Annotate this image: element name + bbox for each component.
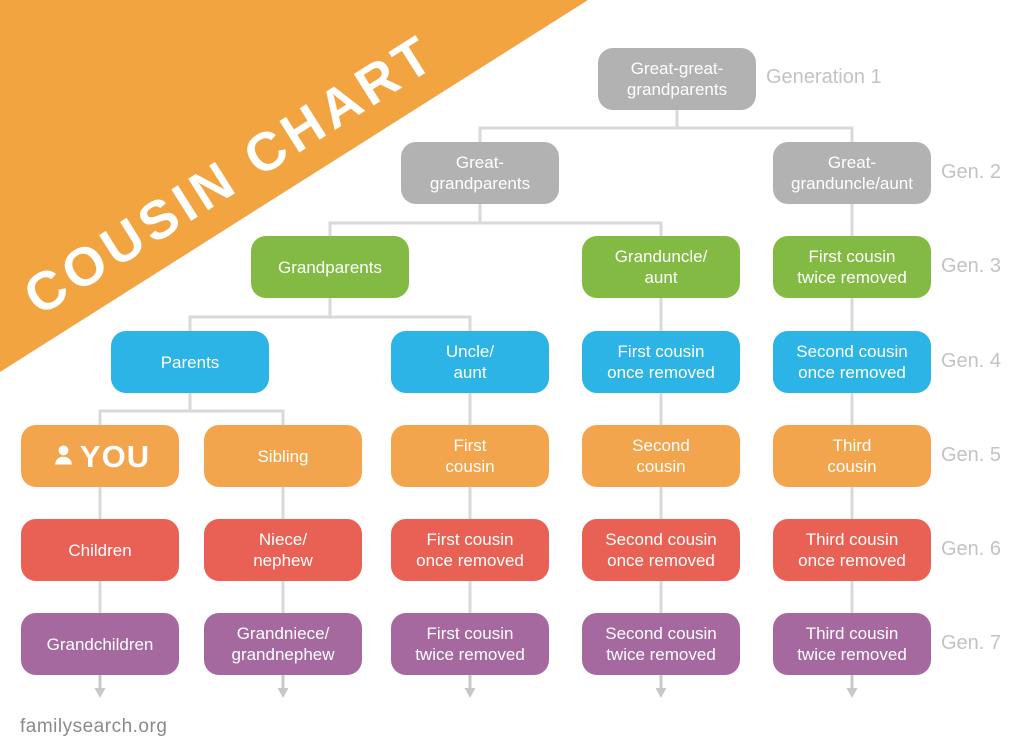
node-label: Grandniece/ grandnephew xyxy=(231,624,335,664)
node-children: Children xyxy=(21,519,179,581)
node-great-granduncle-aunt: Great- granduncle/aunt xyxy=(773,142,931,204)
node-label: First cousin once removed xyxy=(607,342,715,382)
node-label: Grandchildren xyxy=(46,634,154,654)
node-label: Second cousin twice removed xyxy=(605,624,717,664)
generation-label-3: Gen. 3 xyxy=(941,255,1002,277)
node-grandchildren: Grandchildren xyxy=(21,613,179,675)
down-arrow xyxy=(277,675,289,698)
node-you: YOU xyxy=(21,425,179,487)
node-first-cousin-once-removed-gen4: First cousin once removed xyxy=(582,331,740,393)
node-label: Great- grandparents xyxy=(429,153,531,193)
node-first-cousin-twice-removed-gen7: First cousin twice removed xyxy=(391,613,549,675)
down-arrow xyxy=(655,675,667,698)
node-label: Second cousin xyxy=(632,436,690,476)
node-label: Sibling xyxy=(257,446,309,466)
person-icon xyxy=(55,444,72,464)
tree-edge xyxy=(328,202,663,248)
down-arrow xyxy=(94,675,106,698)
generation-label-4: Gen. 4 xyxy=(941,350,1002,372)
node-great-great-grandparents: Great-great- grandparents xyxy=(598,48,756,110)
node-grandparents: Grandparents xyxy=(251,236,409,298)
generation-label-7: Gen. 7 xyxy=(941,632,1002,654)
node-great-grandparents: Great- grandparents xyxy=(401,142,559,204)
tree-edge xyxy=(98,485,854,531)
node-label: Grandparents xyxy=(278,257,382,277)
generation-label-5: Gen. 5 xyxy=(941,444,1002,466)
node-label: Parents xyxy=(160,352,220,372)
down-arrow xyxy=(464,675,476,698)
generation-label-2: Gen. 2 xyxy=(941,161,1002,183)
node-second-cousin: Second cousin xyxy=(582,425,740,487)
tree-edge xyxy=(98,579,854,625)
site-attribution: familysearch.org xyxy=(20,716,168,737)
node-first-cousin: First cousin xyxy=(391,425,549,487)
node-label: Uncle/ aunt xyxy=(445,342,495,382)
node-granduncle-aunt: Granduncle/ aunt xyxy=(582,236,740,298)
node-grandniece-grandnephew: Grandniece/ grandnephew xyxy=(204,613,362,675)
node-label: First cousin twice removed xyxy=(797,247,907,287)
node-second-cousin-once-removed-gen6: Second cousin once removed xyxy=(582,519,740,581)
node-first-cousin-twice-removed-gen3: First cousin twice removed xyxy=(773,236,931,298)
tree-edge xyxy=(478,108,854,152)
node-label: Second cousin once removed xyxy=(796,342,908,382)
node-third-cousin-once-removed: Third cousin once removed xyxy=(773,519,931,581)
node-label: Niece/ nephew xyxy=(253,530,313,570)
node-label: First cousin xyxy=(445,436,495,476)
node-second-cousin-once-removed-gen4: Second cousin once removed xyxy=(773,331,931,393)
node-label: Third cousin once removed xyxy=(798,530,906,570)
down-arrow xyxy=(846,675,858,698)
node-label: Children xyxy=(68,540,132,560)
node-second-cousin-twice-removed: Second cousin twice removed xyxy=(582,613,740,675)
node-label: Great- granduncle/aunt xyxy=(791,153,913,193)
node-niece-nephew: Niece/ nephew xyxy=(204,519,362,581)
node-label: Second cousin once removed xyxy=(605,530,717,570)
node-label: Third cousin xyxy=(827,436,877,476)
node-third-cousin: Third cousin xyxy=(773,425,931,487)
generation-label-6: Gen. 6 xyxy=(941,538,1002,560)
node-parents: Parents xyxy=(111,331,269,393)
node-third-cousin-twice-removed: Third cousin twice removed xyxy=(773,613,931,675)
tree-edge xyxy=(188,296,472,343)
tree-edge xyxy=(98,391,285,437)
node-label: First cousin twice removed xyxy=(415,624,525,664)
node-sibling: Sibling xyxy=(204,425,362,487)
node-label: YOU xyxy=(79,438,151,474)
node-label: Third cousin twice removed xyxy=(797,624,907,664)
node-uncle-aunt: Uncle/ aunt xyxy=(391,331,549,393)
node-label: Great-great- grandparents xyxy=(626,59,728,99)
generation-label-1: Generation 1 xyxy=(766,66,882,88)
node-first-cousin-once-removed-gen6: First cousin once removed xyxy=(391,519,549,581)
node-label: First cousin once removed xyxy=(416,530,524,570)
node-label: Granduncle/ aunt xyxy=(614,247,708,287)
